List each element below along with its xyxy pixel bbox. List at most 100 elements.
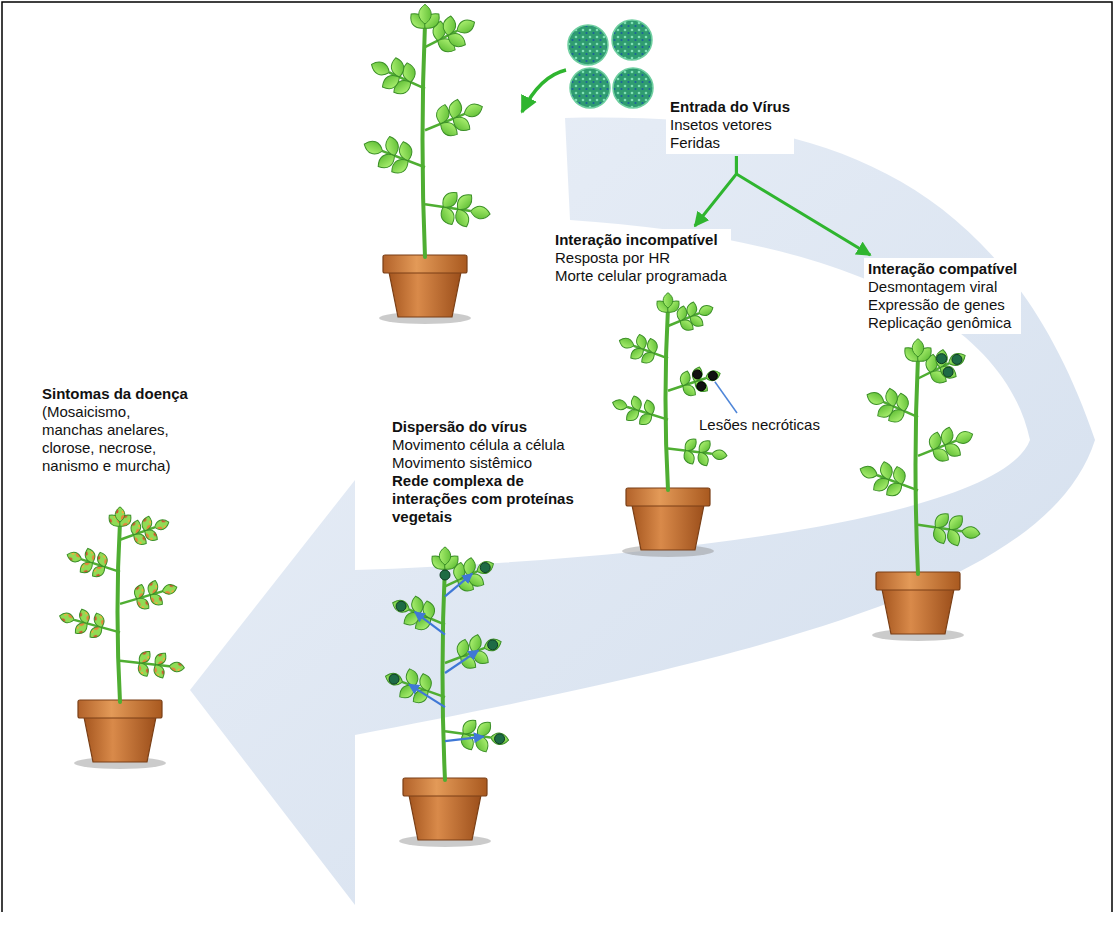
leaflet <box>695 450 711 468</box>
leaflet <box>455 638 470 658</box>
stage-detail: (Mosaicismo, manchas anelares, clorose, … <box>42 403 192 475</box>
leaflet <box>161 583 178 596</box>
leaflet <box>892 465 908 486</box>
flow-arrow <box>695 156 737 226</box>
stage-text-block: Interação compatívelDesmontagem viralExp… <box>864 258 1021 334</box>
leaflet <box>419 4 431 24</box>
leader-line <box>715 382 737 413</box>
leaflet <box>96 551 110 568</box>
leaflet <box>153 518 170 532</box>
leaflet <box>475 559 496 577</box>
leaflet <box>447 98 463 120</box>
leaflet <box>946 350 967 368</box>
leaflet <box>711 449 727 460</box>
necrotic-lesion <box>697 382 706 391</box>
tomato-plant <box>858 339 981 641</box>
virus-dot <box>480 563 490 573</box>
leaflet <box>151 662 167 680</box>
stage-detail: Resposta por HR <box>555 249 727 267</box>
leaflet <box>421 600 436 620</box>
leaflet <box>83 547 97 564</box>
stage-detail: Movimento célula a célula <box>392 436 587 454</box>
leaflet <box>663 293 673 308</box>
plants <box>58 4 980 847</box>
leaflet <box>369 59 392 78</box>
pot-body <box>84 717 156 762</box>
stage-heading: Dispersão do vírus <box>392 418 587 436</box>
stage-detail: Expressão de genes <box>868 296 1017 314</box>
leaflet <box>939 426 954 446</box>
leaflet <box>944 527 962 548</box>
leaflet <box>136 661 152 679</box>
pot-body <box>632 505 704 550</box>
leaflet <box>169 661 185 672</box>
flow-arrow <box>736 156 870 255</box>
virus-dot <box>952 354 962 364</box>
leaflet <box>682 436 699 454</box>
leaflet <box>642 399 656 417</box>
stage-detail: Replicação genômica <box>868 314 1017 332</box>
stage-detail: Movimento sistêmico <box>392 454 587 472</box>
stage-detail: Rede complexa de interações com proteína… <box>392 472 587 526</box>
virus-dot <box>488 640 498 650</box>
leaflet <box>384 671 405 688</box>
leaflet <box>390 597 411 615</box>
movement-arrow <box>445 737 484 742</box>
plant-stem <box>423 24 426 257</box>
infection-arrow <box>522 70 566 112</box>
plant-stem <box>666 308 669 490</box>
leaflet <box>470 205 491 220</box>
leaflet <box>390 57 406 79</box>
leaflet <box>462 101 485 120</box>
virus-dot <box>937 354 947 364</box>
leaflet <box>439 547 450 565</box>
leaflet <box>678 370 692 387</box>
leaflet <box>858 464 879 481</box>
stage-text-block: Interação incompatívelResposta por HRMor… <box>551 229 731 287</box>
frame <box>2 2 1112 912</box>
stage-text-block: Sintomas da doença(Mosaicismo, manchas a… <box>38 383 196 477</box>
leaflet <box>618 336 636 350</box>
leaflet <box>629 394 643 412</box>
pot-body <box>409 795 481 840</box>
leaflet <box>611 398 628 412</box>
stage-text-block: Entrada do VírusInsetos vetoresFeridas <box>666 96 794 154</box>
leaflet <box>482 636 503 653</box>
stage-heading: Sintomas da doença <box>42 385 192 403</box>
virus-particle <box>568 25 608 65</box>
leaflet <box>115 507 125 522</box>
leaflet <box>410 595 425 615</box>
virus-dot <box>389 674 399 684</box>
leaflet <box>878 460 894 481</box>
virus-dot <box>396 601 406 611</box>
leaflet <box>404 667 420 688</box>
leaflet <box>418 672 434 693</box>
leaflet <box>362 138 385 157</box>
stage-detail: Desmontagem viral <box>868 278 1017 296</box>
leaflet <box>953 429 974 446</box>
movement-arrow <box>415 612 445 635</box>
plant-stem <box>916 357 919 574</box>
stage-heading: Entrada do Vírus <box>670 98 790 116</box>
virus-dot <box>495 734 505 744</box>
leaflet <box>458 731 476 752</box>
leaflet <box>397 140 414 162</box>
leaflet <box>452 206 472 229</box>
plant-stem <box>118 522 121 702</box>
necrotic-lesion <box>693 370 702 379</box>
leaflet <box>912 339 924 357</box>
leaflet <box>961 525 981 539</box>
leaflet <box>468 633 483 653</box>
pot-body <box>389 272 461 317</box>
leaflet <box>146 579 160 596</box>
virus-particle <box>570 68 610 108</box>
stage-heading: Interação compatível <box>868 260 1017 278</box>
leaflet <box>884 387 899 407</box>
stage-heading: Interação incompatível <box>555 231 727 249</box>
leaflet <box>438 204 458 227</box>
leaflet <box>646 337 659 354</box>
stage-detail: Morte celular programada <box>555 267 727 285</box>
leaflet <box>459 717 480 738</box>
leaflet <box>58 611 75 624</box>
virus-dot <box>440 570 450 580</box>
